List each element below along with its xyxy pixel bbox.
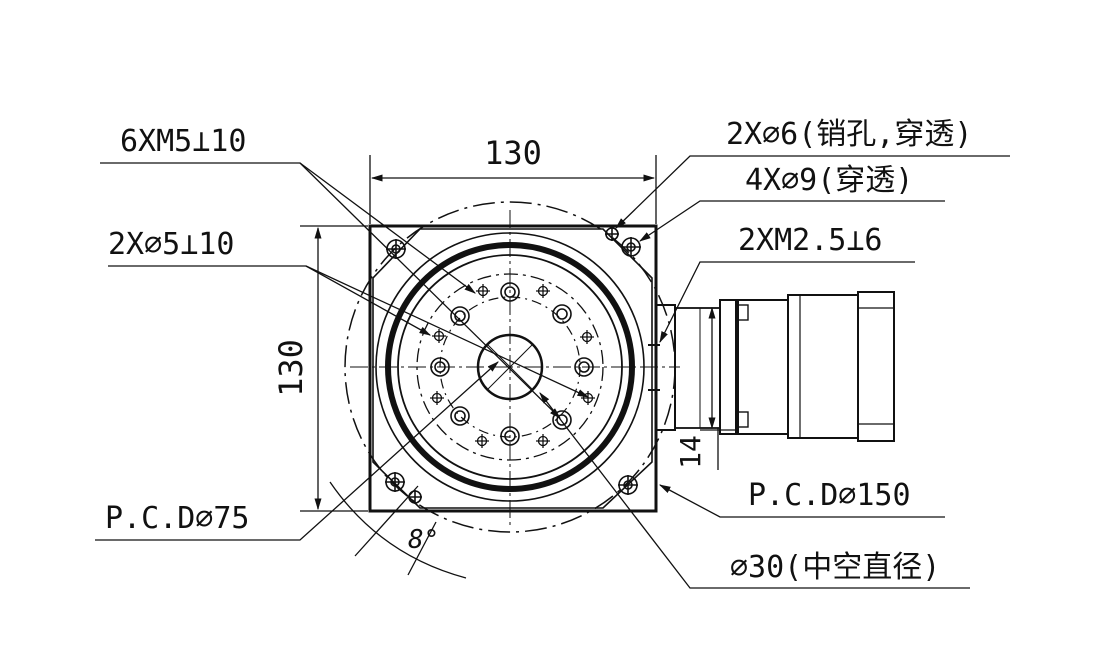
dimension-motor-offset: 14 <box>674 435 707 469</box>
callout-6xm5: 6XM5⟂10 <box>120 124 246 159</box>
callout-2x-pin5: 2X∅5⟂10 <box>108 227 234 262</box>
callout-4x-through9: 4X∅9(穿透) <box>745 163 913 198</box>
callout-2x-pin6: 2X∅6(销孔,穿透) <box>726 117 972 152</box>
callout-pcd75: P.C.D∅75 <box>105 501 250 536</box>
dimension-left-height: 130 <box>272 339 310 397</box>
m5-tapped-holes <box>430 282 594 446</box>
corner-holes <box>385 227 641 504</box>
motor-assembly <box>648 291 895 442</box>
dimension-angle: 8° <box>408 525 439 555</box>
dimension-lines <box>300 155 735 579</box>
callout-2xm25: 2XM2.5⟂6 <box>738 223 883 258</box>
body-square <box>368 224 658 513</box>
callout-pcd150: P.C.D∅150 <box>748 478 911 513</box>
leader-lines <box>95 155 1010 589</box>
hollow-bore <box>350 210 680 525</box>
callout-hollow30: ∅30(中空直径) <box>730 550 940 585</box>
dimension-top-width: 130 <box>484 134 542 172</box>
